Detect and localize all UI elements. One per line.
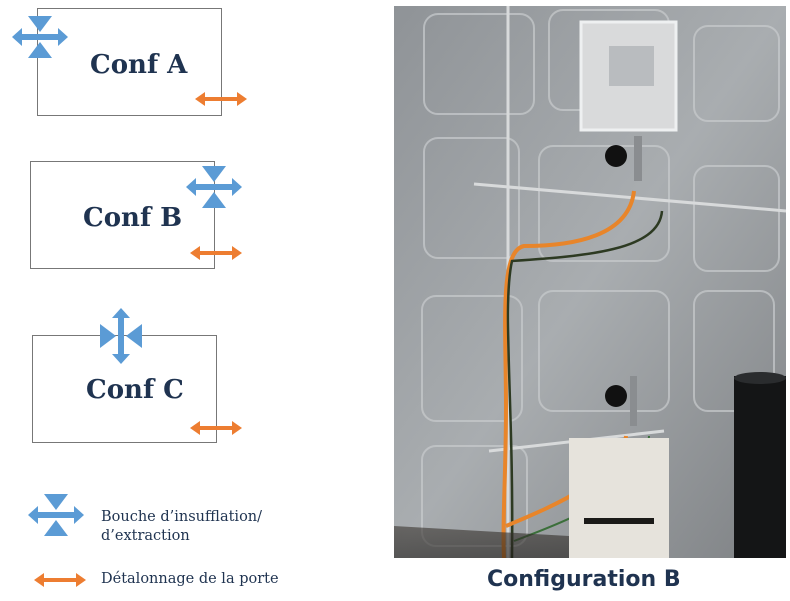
vent-icon: [12, 16, 68, 58]
legend-door-gap-icon: [34, 573, 86, 587]
vent-icon: [100, 308, 142, 364]
legend-vent-line1: Bouche d’insufflation/: [101, 509, 263, 525]
configuration-b-photo: [394, 6, 786, 558]
door-gap-icon: [195, 92, 247, 106]
conf-a-label: Conf A: [90, 50, 188, 80]
door-gap-icon: [190, 421, 242, 435]
door-gap-icon: [190, 246, 242, 260]
conf-b-label: Conf B: [83, 203, 183, 233]
legend-door-label: Détalonnage de la porte: [101, 571, 279, 587]
conf-a-box: [37, 8, 222, 116]
legend-vent-label: Bouche d’insufflation/ d’extraction: [101, 508, 262, 546]
legend-vent-line2: d’extraction: [101, 528, 190, 544]
photo-caption: Configuration B: [487, 567, 681, 592]
conf-b-box: [30, 161, 215, 269]
legend-vent-icon: [28, 494, 84, 536]
conf-c-label: Conf C: [86, 375, 184, 405]
conf-c-box: [32, 335, 217, 443]
vent-icon: [186, 166, 242, 208]
